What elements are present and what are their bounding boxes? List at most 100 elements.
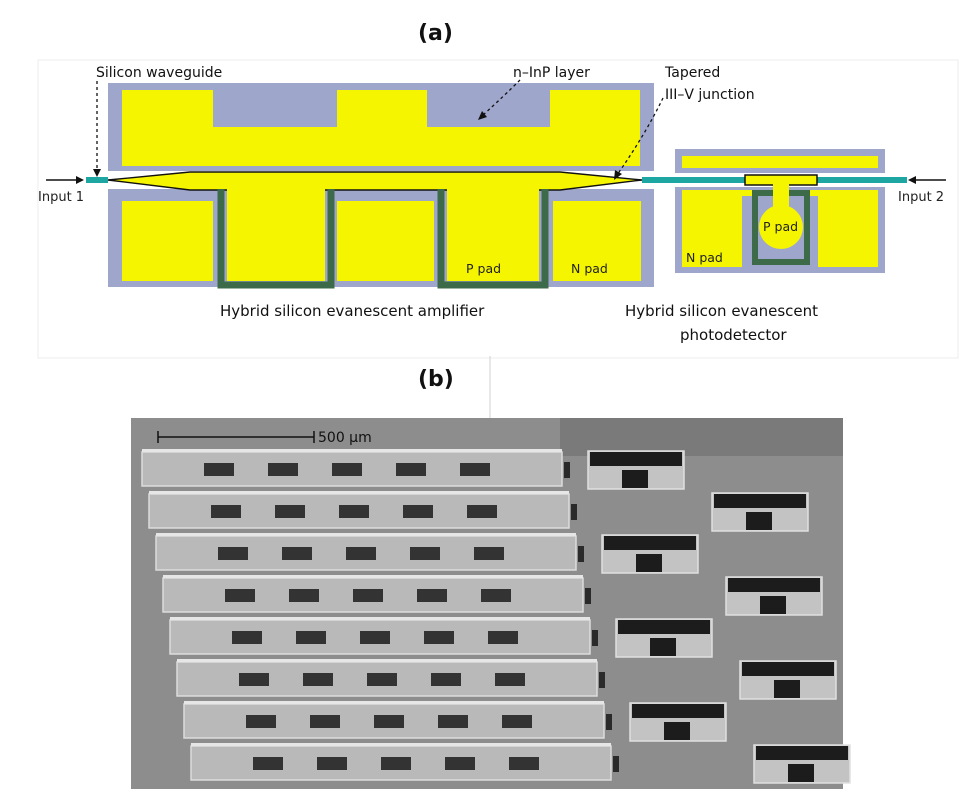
pd-top-metal — [682, 156, 878, 168]
bottom-metal-middle — [337, 201, 434, 281]
panel-a-frame — [37, 59, 959, 359]
n-pad-amplifier — [553, 201, 641, 281]
junction-outline-2 — [437, 189, 549, 289]
sem-contact-window — [268, 463, 298, 476]
sem-contact-window — [289, 589, 319, 602]
silicon-waveguide-left — [86, 177, 108, 183]
sem-contact-window — [381, 757, 411, 770]
input-2-label: Input 2 — [898, 190, 944, 205]
amplifier-caption: Hybrid silicon evanescent amplifier — [220, 302, 485, 320]
sem-contact-window — [211, 505, 241, 518]
pd-p-pad-stem — [773, 183, 789, 207]
tapered-label-line1: Tapered — [664, 65, 720, 81]
sem-contact-window — [253, 757, 283, 770]
sem-contact-window — [218, 547, 248, 560]
junction-outline-1 — [217, 189, 335, 289]
photodetector-caption-line2: photodetector — [680, 326, 787, 344]
sem-pd-window — [788, 764, 814, 782]
n-pad-pd-right — [818, 195, 878, 267]
sem-strip-highlight — [149, 491, 569, 494]
sem-separator — [564, 462, 570, 478]
n-pad-pd-label: N pad — [686, 250, 723, 265]
sem-separator — [613, 756, 619, 772]
sem-contact-window — [353, 589, 383, 602]
sem-pd-window — [622, 470, 648, 488]
n-inp-layer-label: n–InP layer — [513, 65, 590, 81]
sem-pd-top-metal — [590, 452, 682, 466]
sem-separator — [599, 672, 605, 688]
sem-contact-window — [367, 673, 397, 686]
sem-contact-window — [509, 757, 539, 770]
sem-contact-window — [424, 631, 454, 644]
silicon-waveguide-label: Silicon waveguide — [96, 65, 222, 81]
sem-contact-window — [488, 631, 518, 644]
photodetector-caption-line1: Hybrid silicon evanescent — [625, 302, 818, 320]
sem-separator — [578, 546, 584, 562]
input-1-label: Input 1 — [38, 190, 84, 205]
n-pad-amplifier-label: N pad — [571, 261, 608, 276]
p-pad-pd-label: P pad — [763, 219, 798, 234]
sem-pd-top-metal — [742, 662, 834, 676]
sem-contact-window — [360, 631, 390, 644]
sem-strip-highlight — [177, 659, 597, 662]
tapered-leader — [616, 97, 664, 176]
sem-pd-top-metal — [756, 746, 848, 760]
sem-pd-top-metal — [714, 494, 806, 508]
sem-contact-window — [317, 757, 347, 770]
silicon-waveguide-arrow-icon — [93, 169, 101, 177]
sem-contact-window — [438, 715, 468, 728]
sem-contact-window — [417, 589, 447, 602]
sem-contact-window — [502, 715, 532, 728]
p-pad-finger-2 — [447, 189, 539, 281]
sem-pd-window — [636, 554, 662, 572]
sem-contact-window — [481, 589, 511, 602]
sem-contact-window — [396, 463, 426, 476]
sem-separator — [606, 714, 612, 730]
sem-pd-window — [774, 680, 800, 698]
pd-p-pad-circle — [759, 205, 803, 249]
scale-bar-label: 500 µm — [318, 430, 372, 446]
sem-contact-window — [410, 547, 440, 560]
sem-contact-window — [225, 589, 255, 602]
p-pad-amplifier-label: P pad — [466, 261, 501, 276]
sem-contact-window — [495, 673, 525, 686]
sem-pd-top-metal — [632, 704, 724, 718]
sem-contact-window — [346, 547, 376, 560]
sem-contact-window — [232, 631, 262, 644]
sem-contact-window — [239, 673, 269, 686]
sem-contact-window — [303, 673, 333, 686]
sem-pd-top-metal — [618, 620, 710, 634]
input-1-arrow-icon — [76, 176, 84, 184]
sem-strip-highlight — [156, 533, 576, 536]
sem-contact-window — [403, 505, 433, 518]
panel-a-label: (a) — [418, 21, 453, 46]
sem-strip-highlight — [163, 575, 583, 578]
input-2-marker: Input 2 — [898, 176, 946, 205]
sem-contact-window — [204, 463, 234, 476]
sem-micrograph: 500 µm — [131, 418, 851, 789]
top-metal-contact — [122, 90, 640, 166]
sem-contact-window — [339, 505, 369, 518]
sem-contact-window — [332, 463, 362, 476]
sem-strip-highlight — [191, 743, 611, 746]
amplifier-device: P pad N pad — [86, 83, 682, 289]
tapered-label-line2: III–V junction — [665, 87, 755, 103]
n-pad-pd-left — [682, 195, 742, 267]
sem-pd-window — [746, 512, 772, 530]
sem-contact-window — [460, 463, 490, 476]
sem-pd-window — [650, 638, 676, 656]
sem-contact-window — [282, 547, 312, 560]
sem-separator — [571, 504, 577, 520]
silicon-waveguide-middle — [642, 177, 682, 183]
sem-strip-highlight — [184, 701, 604, 704]
p-pad-finger-1 — [227, 189, 325, 281]
sem-contact-window — [296, 631, 326, 644]
sem-contact-window — [467, 505, 497, 518]
n-inp-layer-arrow-icon — [478, 111, 487, 120]
sem-pd-top-metal — [604, 536, 696, 550]
sem-contact-window — [431, 673, 461, 686]
sem-separator — [592, 630, 598, 646]
tapered-arrow-icon — [614, 170, 622, 180]
